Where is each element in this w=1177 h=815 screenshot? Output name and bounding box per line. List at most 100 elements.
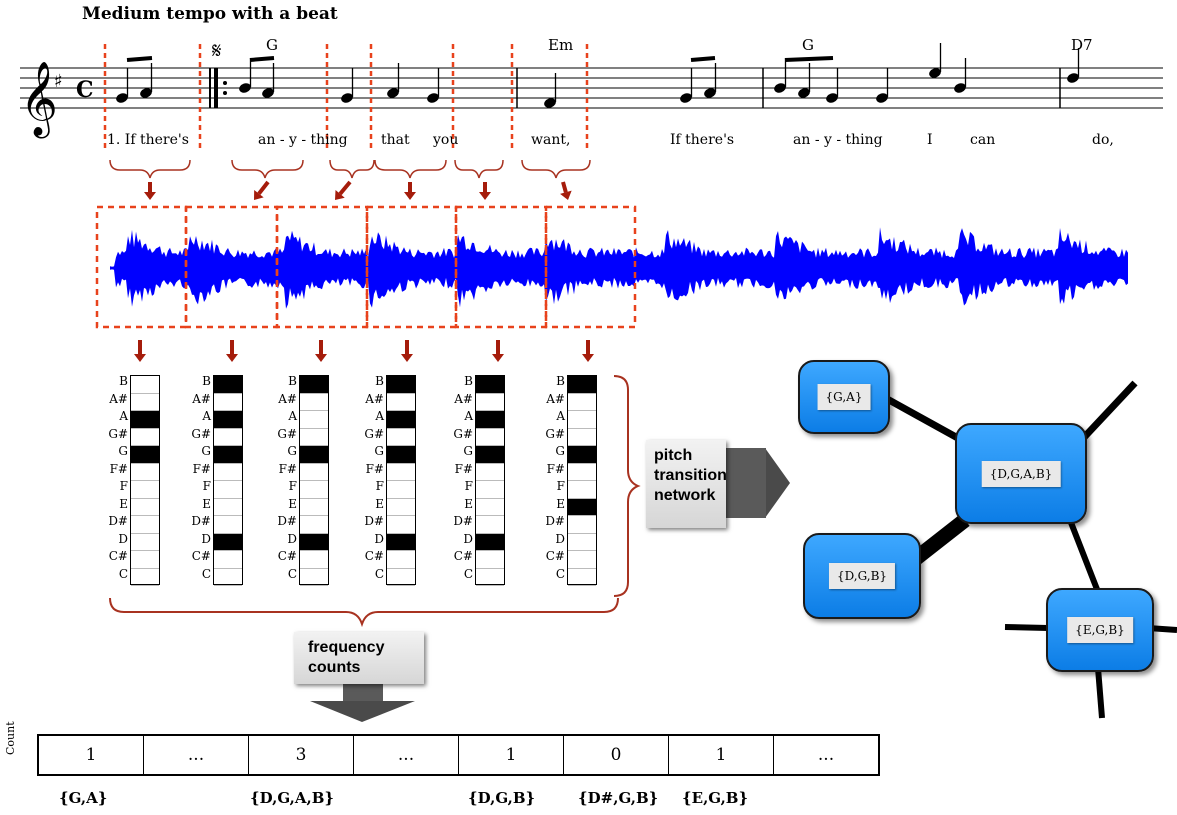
score-to-audio-arrows xyxy=(144,180,572,200)
chroma-pitch-label: C# xyxy=(453,549,473,563)
down-arrow-shaft xyxy=(338,180,352,196)
pitch-set-label: {D,G,B} xyxy=(468,789,536,807)
chroma-pitch-label: C xyxy=(201,566,211,581)
chroma-cell-active xyxy=(387,533,415,551)
chroma-pitch-label: F xyxy=(464,479,473,493)
chroma-cell xyxy=(476,464,504,481)
chroma-cell xyxy=(387,499,415,516)
chroma-cell-active xyxy=(131,446,159,464)
chroma-pitch-label: C xyxy=(118,566,128,581)
chroma-cell-active xyxy=(476,376,504,394)
chroma-cell xyxy=(131,429,159,446)
chroma-cell-active xyxy=(568,376,596,394)
chroma-cell xyxy=(568,569,596,586)
chroma-pitch-label: G xyxy=(463,444,473,458)
note-head xyxy=(954,83,966,93)
chroma-pitch-label: F# xyxy=(109,461,128,476)
chroma-cell xyxy=(387,551,415,569)
chroma-pitch-label: C xyxy=(555,566,565,581)
chroma-cell xyxy=(300,394,328,411)
chroma-cell-active xyxy=(476,533,504,551)
chroma-pitch-label: D# xyxy=(191,514,211,528)
chroma-pitch-label: A xyxy=(119,409,128,423)
chroma-pitch-label: D xyxy=(463,531,473,546)
chroma-cell xyxy=(131,569,159,586)
chroma-pitch-label: B xyxy=(464,374,473,388)
chroma-cell xyxy=(387,516,415,534)
down-arrow-icon xyxy=(134,354,146,362)
pitch-set-label: {D,G,A,B} xyxy=(250,789,335,807)
chroma-cell xyxy=(214,464,242,481)
chroma-cell xyxy=(214,551,242,569)
count-histogram: 1 ... 3 ... 1 0 1 ... xyxy=(37,734,880,776)
chroma-cell xyxy=(131,464,159,481)
count-cell: 1 xyxy=(39,736,144,774)
chroma-pitch-label: C# xyxy=(545,549,565,563)
count-cell: ... xyxy=(354,736,459,774)
lyric-syllable: an - y - thing xyxy=(258,132,348,148)
chroma-cell xyxy=(214,499,242,516)
chroma-cell xyxy=(131,376,159,394)
lyric-syllable: you xyxy=(433,132,459,148)
chroma-cell xyxy=(476,516,504,534)
chroma-cell-active xyxy=(476,446,504,464)
chroma-cell xyxy=(387,464,415,481)
chroma-cell-active xyxy=(131,411,159,429)
chroma-pitch-label: F# xyxy=(365,461,384,476)
chroma-pitch-label: A xyxy=(288,409,297,423)
chroma-cells xyxy=(130,375,160,586)
note-head xyxy=(387,88,399,98)
count-cell: 1 xyxy=(669,736,774,774)
chroma-pitch-label: G# xyxy=(191,426,211,441)
note-beam xyxy=(690,56,716,62)
chroma-pitch-label: E xyxy=(202,496,211,511)
down-arrow-icon xyxy=(404,192,416,200)
lyric-syllable: want, xyxy=(531,132,571,148)
down-arrow-icon xyxy=(560,190,572,200)
chroma-cell xyxy=(387,569,415,586)
chroma-cells xyxy=(213,375,243,586)
score-segment-lines xyxy=(103,44,589,152)
chroma-cell xyxy=(387,394,415,411)
chroma-cell xyxy=(214,394,242,411)
count-cell: 1 xyxy=(459,736,564,774)
common-time-icon: C xyxy=(76,77,94,103)
counts-arrow-shaft xyxy=(343,680,383,702)
chroma-pitch-label: F# xyxy=(546,461,565,476)
chroma-cells xyxy=(567,375,597,586)
note-head xyxy=(341,93,353,103)
chroma-right-brace xyxy=(613,375,641,597)
chroma-cell xyxy=(387,481,415,499)
note-head xyxy=(116,93,128,103)
note-head xyxy=(427,93,439,103)
chroma-pitch-label: D# xyxy=(277,514,297,528)
frequency-counts-label: frequency counts xyxy=(294,632,424,684)
chroma-cell xyxy=(214,569,242,586)
chroma-cell-active xyxy=(387,376,415,394)
chroma-pitch-label: A# xyxy=(278,391,297,406)
chroma-pitch-label: C xyxy=(463,566,473,581)
chroma-pitch-label: D xyxy=(555,531,565,546)
chroma-cell xyxy=(568,411,596,429)
note-head xyxy=(239,83,251,93)
down-arrow-icon xyxy=(582,354,594,362)
lyric-syllable: do, xyxy=(1092,132,1114,148)
note-head xyxy=(929,68,941,78)
chroma-pitch-label: A xyxy=(375,409,384,423)
chroma-cell-active xyxy=(387,411,415,429)
chroma-pitch-label: A# xyxy=(109,391,128,406)
chroma-cell xyxy=(568,481,596,499)
chroma-cells xyxy=(475,375,505,586)
chroma-cell xyxy=(476,481,504,499)
pitch-set-label: {G,A} xyxy=(59,789,108,807)
chroma-cell xyxy=(568,551,596,569)
lyric-syllable: that xyxy=(381,132,410,148)
chroma-pitch-label: F# xyxy=(192,461,211,476)
down-arrow-icon xyxy=(401,354,413,362)
network-arrow-shaft xyxy=(726,448,766,518)
chroma-cell xyxy=(476,569,504,586)
network-node: {D,G,B} xyxy=(803,533,921,619)
barlines xyxy=(209,68,1061,108)
chroma-cell xyxy=(131,499,159,516)
chroma-cell-active xyxy=(568,498,596,516)
